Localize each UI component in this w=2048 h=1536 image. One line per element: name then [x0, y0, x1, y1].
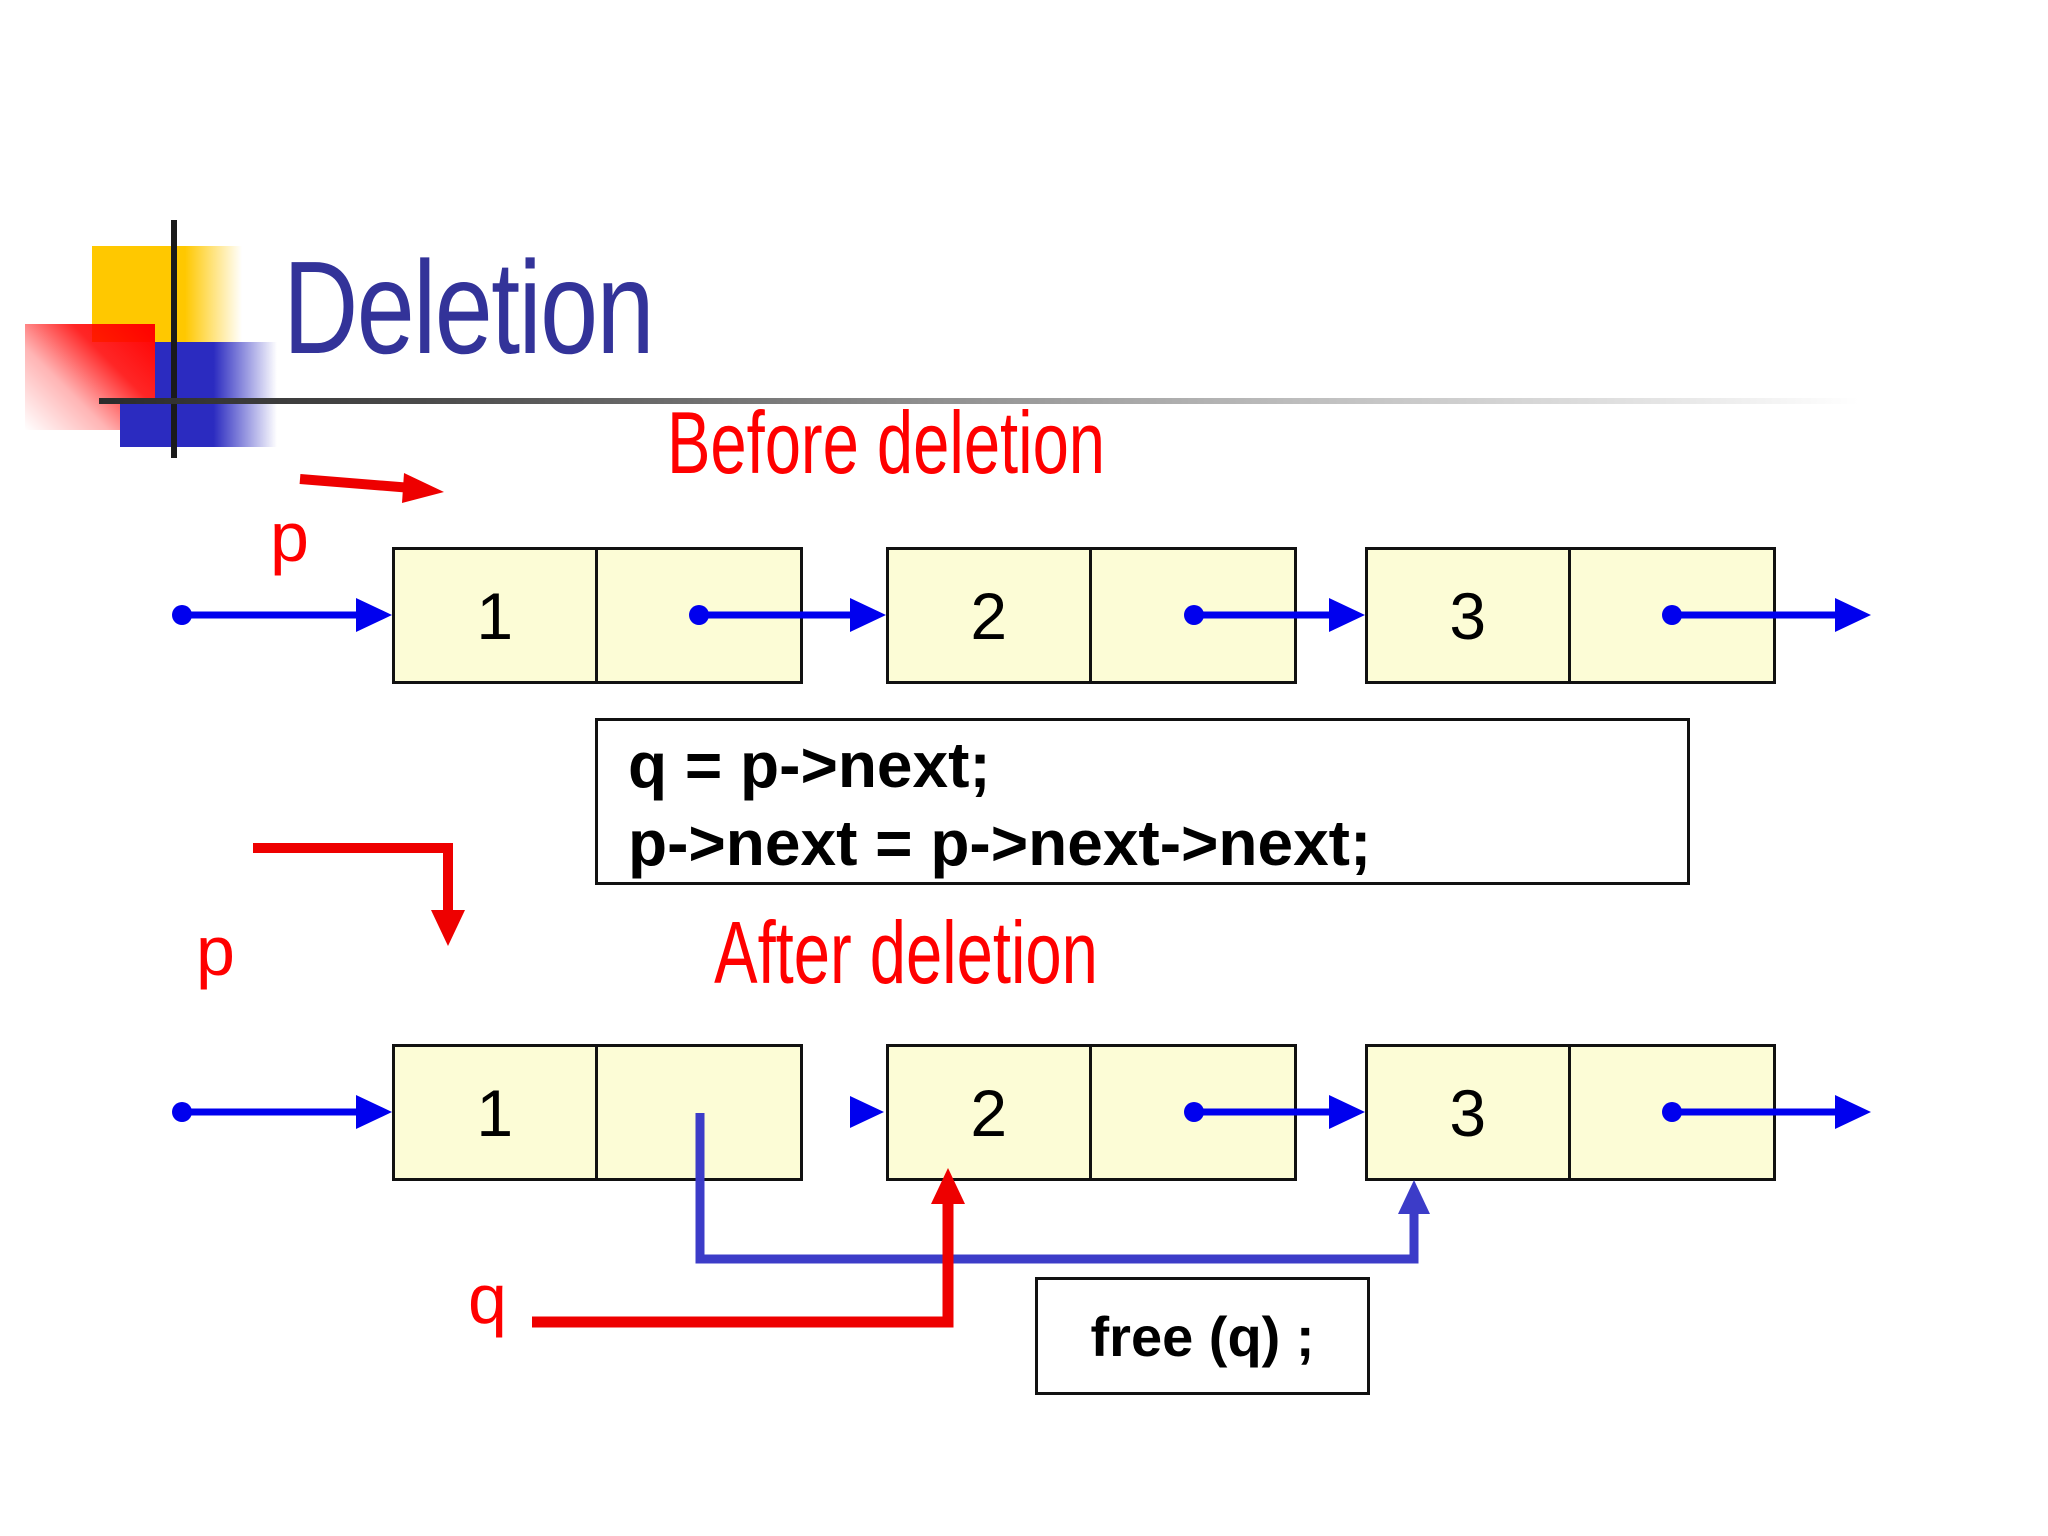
after-node-1-pointer-cell	[598, 1047, 801, 1178]
after-node-1: 1	[392, 1044, 803, 1181]
before-tail-arrowhead-icon	[1835, 598, 1871, 632]
before-link-1-2-arrowhead-icon	[850, 598, 886, 632]
pointer-q-label: q	[468, 1260, 507, 1338]
before-node-1: 1	[392, 547, 803, 684]
before-deletion-heading: Before deletion	[666, 393, 1106, 492]
before-node-3-value: 3	[1368, 550, 1571, 681]
after-bypass-arrowhead-icon	[1398, 1180, 1430, 1214]
before-node-3-pointer-cell	[1571, 550, 1774, 681]
before-head-arrow-dot	[172, 605, 192, 625]
p-before-arrowhead-icon	[402, 473, 444, 503]
after-node-2: 2	[886, 1044, 1297, 1181]
before-node-1-value: 1	[395, 550, 598, 681]
code-line-1: q = p->next;	[628, 729, 991, 801]
after-node-2-pointer-cell	[1092, 1047, 1295, 1178]
after-node-2-value: 2	[889, 1047, 1092, 1178]
before-node-3: 3	[1365, 547, 1776, 684]
pointer-p-label-before: p	[270, 498, 309, 576]
code-line-2: p->next = p->next->next;	[628, 807, 1372, 879]
q-elbow-path	[532, 1196, 954, 1328]
before-node-2-pointer-cell	[1092, 550, 1295, 681]
free-q-box: free (q) ;	[1035, 1277, 1370, 1395]
after-link-2-3-arrowhead-icon	[1329, 1095, 1365, 1129]
pointer-p-label-after: p	[196, 912, 235, 990]
decoration-blue-square-small	[120, 404, 162, 447]
after-node-3-pointer-cell	[1571, 1047, 1774, 1178]
code-box: q = p->next; p->next = p->next->next;	[595, 718, 1690, 885]
p-after-elbow-path	[253, 843, 453, 916]
decoration-vertical-line	[171, 220, 177, 458]
before-link-2-3-arrowhead-icon	[1329, 598, 1365, 632]
after-head-arrowhead-icon	[356, 1095, 392, 1129]
before-node-1-pointer-cell	[598, 550, 801, 681]
after-node-3: 3	[1365, 1044, 1776, 1181]
before-head-arrow-head-icon	[356, 598, 392, 632]
after-node-3-value: 3	[1368, 1047, 1571, 1178]
after-node-1-value: 1	[395, 1047, 598, 1178]
before-node-2: 2	[886, 547, 1297, 684]
before-node-2-value: 2	[889, 550, 1092, 681]
p-before-arrow-line	[299, 474, 413, 493]
slide-title: Deletion	[283, 234, 655, 381]
after-head-arrow-dot	[172, 1102, 192, 1122]
title-divider-line	[99, 398, 1859, 404]
after-orphan-arrowhead-icon	[850, 1096, 884, 1128]
p-after-arrowhead-icon	[431, 910, 465, 946]
after-deletion-heading: After deletion	[714, 903, 1098, 1002]
after-tail-arrowhead-icon	[1835, 1095, 1871, 1129]
